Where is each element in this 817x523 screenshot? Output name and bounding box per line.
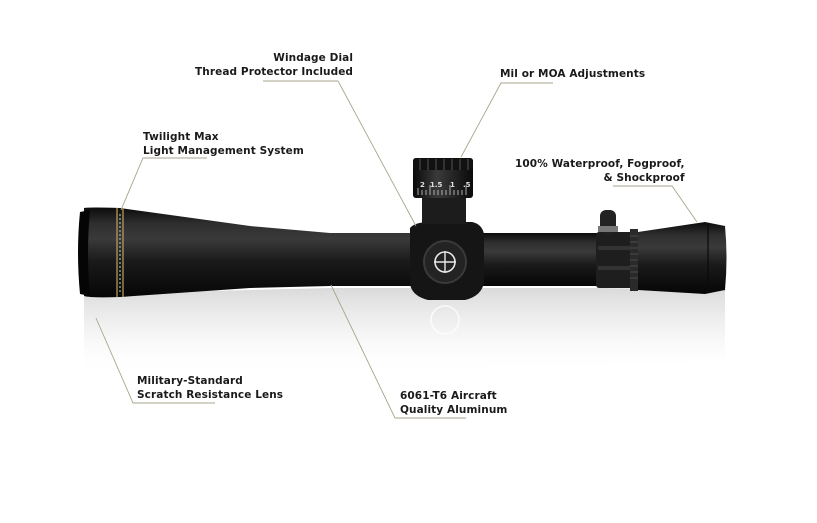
power-ring bbox=[596, 229, 638, 291]
callout-line: Twilight Max bbox=[143, 131, 219, 143]
svg-text:.5: .5 bbox=[463, 181, 471, 189]
callout-line: Windage Dial bbox=[273, 52, 354, 64]
leader-lines bbox=[95, 80, 698, 419]
callout-line: Quality Aluminum bbox=[400, 403, 508, 416]
callout-line: 100% Waterproof, Fogproof, bbox=[515, 158, 685, 170]
callout-line: 6061-T6 Aircraft bbox=[400, 390, 497, 402]
callout-line: Mil or MOA Adjustments bbox=[500, 68, 646, 80]
scope-reflection bbox=[84, 288, 725, 375]
callout-waterproof: 100% Waterproof, Fogproof, & Shockproof bbox=[515, 158, 685, 185]
callout-windage-dial: Windage Dial Thread Protector Included bbox=[195, 52, 353, 79]
svg-text:1: 1 bbox=[450, 181, 455, 189]
brand-logo-dial bbox=[423, 240, 467, 284]
callout-twilight-max: Twilight Max Light Management System bbox=[143, 131, 304, 158]
callout-line: Scratch Resistance Lens bbox=[137, 388, 284, 401]
leader-windage bbox=[337, 80, 417, 227]
callout-line: Light Management System bbox=[143, 144, 304, 157]
leader-adjustments bbox=[460, 82, 553, 158]
leader-lens bbox=[95, 317, 215, 404]
svg-text:1.5: 1.5 bbox=[430, 181, 443, 189]
twilight-ring bbox=[116, 208, 124, 297]
callout-line: Thread Protector Included bbox=[195, 65, 354, 78]
callout-line: Military-Standard bbox=[137, 375, 243, 387]
svg-text:2: 2 bbox=[420, 181, 425, 189]
callout-aircraft-aluminum: 6061-T6 Aircraft Quality Aluminum bbox=[400, 390, 507, 417]
callout-scratch-resistance-lens: Military-Standard Scratch Resistance Len… bbox=[137, 375, 283, 402]
callout-mil-moa-adjustments: Mil or MOA Adjustments bbox=[500, 68, 645, 82]
eyepiece bbox=[638, 222, 727, 294]
callout-line: & Shockproof bbox=[603, 171, 685, 184]
leader-aluminum bbox=[330, 284, 466, 419]
leader-twilight bbox=[120, 157, 207, 211]
turret-markings: 2 1.5 1 .5 bbox=[420, 181, 471, 189]
elevation-turret bbox=[413, 158, 473, 198]
leader-waterproof bbox=[613, 185, 698, 223]
scope-body bbox=[78, 158, 727, 300]
